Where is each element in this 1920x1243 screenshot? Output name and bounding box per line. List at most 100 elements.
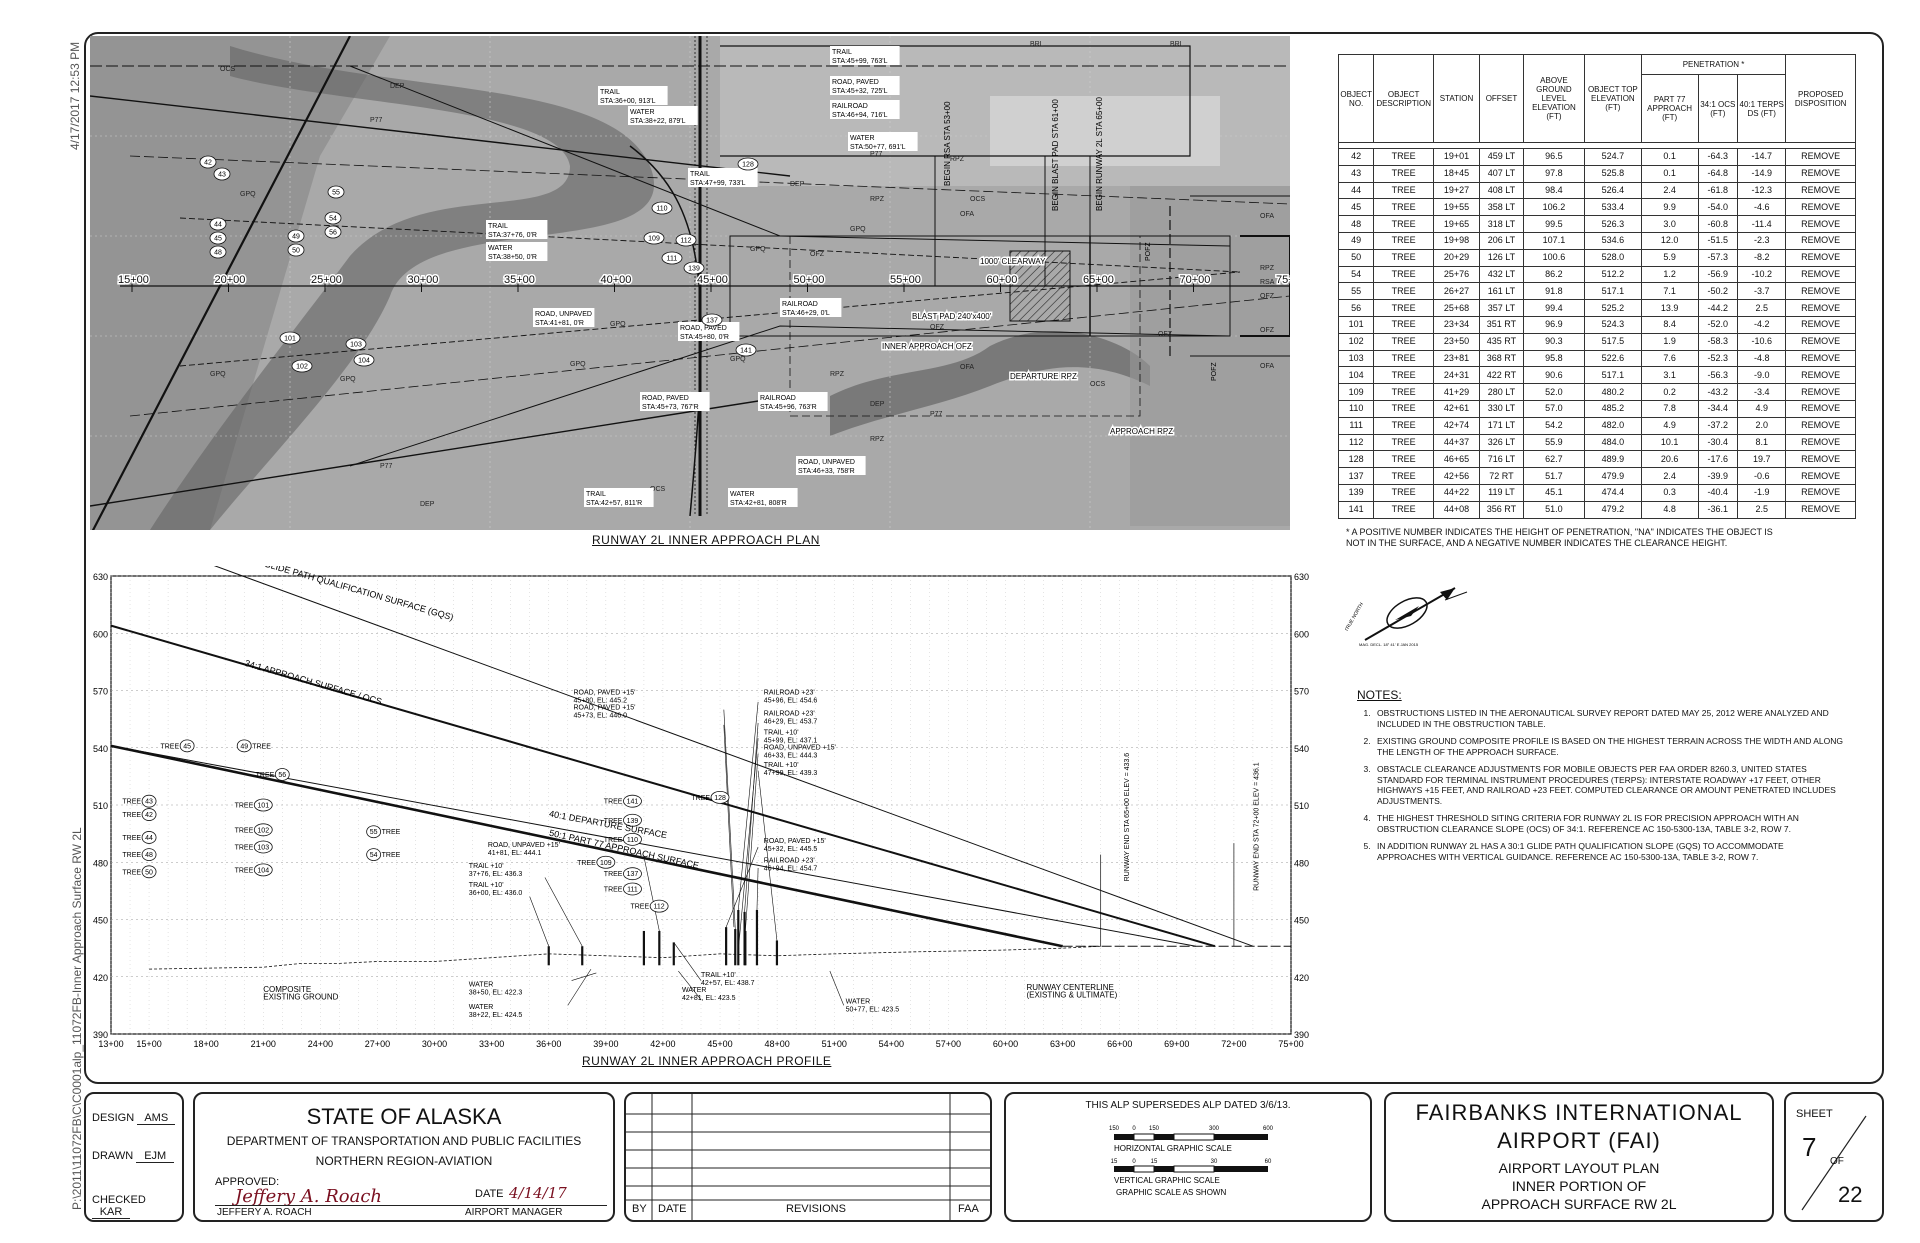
tree-id: 44 bbox=[145, 835, 153, 842]
table-cell: 482.0 bbox=[1583, 416, 1642, 435]
profile-x-label: 69+00 bbox=[1164, 1039, 1189, 1049]
table-cell: 42 bbox=[1337, 148, 1375, 166]
table-cell: 106.2 bbox=[1522, 198, 1585, 217]
table-cell: 20.6 bbox=[1640, 450, 1699, 469]
scale-box: THIS ALP SUPERSEDES ALP DATED 3/6/13. 15… bbox=[1004, 1092, 1372, 1222]
profile-x-label: 66+00 bbox=[1107, 1039, 1132, 1049]
plan-callout-line2: STA:38+50, 0'R bbox=[488, 254, 537, 261]
profile-callout-line2: 38+22, EL: 424.5 bbox=[469, 1012, 523, 1019]
table-cell: REMOVE bbox=[1785, 164, 1856, 183]
table-cell: 119 LT bbox=[1479, 483, 1524, 502]
note-item: THE HIGHEST THRESHOLD SITING CRITERIA FO… bbox=[1373, 813, 1843, 834]
table-cell: 8.1 bbox=[1737, 433, 1787, 452]
revisions-box: BY DATE REVISIONS FAA bbox=[624, 1092, 992, 1222]
table-cell: 2.0 bbox=[1737, 416, 1787, 435]
tree-marker-label: 44 bbox=[214, 222, 222, 229]
tree-id: 112 bbox=[654, 904, 665, 911]
pofz-label-2: POFZ bbox=[1211, 362, 1218, 381]
svg-text:RPZ: RPZ bbox=[830, 371, 845, 378]
profile-callout-leader bbox=[725, 846, 759, 928]
tree-word: TREE bbox=[382, 852, 401, 859]
profile-y-label-right: 480 bbox=[1294, 858, 1309, 868]
table-cell: 42+74 bbox=[1432, 416, 1481, 435]
departure-surface-line bbox=[110, 745, 1196, 947]
table-cell: REMOVE bbox=[1785, 231, 1856, 250]
obstruction-table: OBJECT NO. OBJECT DESCRIPTION STATION OF… bbox=[1337, 54, 1856, 519]
table-cell: -57.3 bbox=[1697, 248, 1739, 267]
table-cell: 25+76 bbox=[1432, 265, 1481, 284]
table-cell: 96.5 bbox=[1522, 148, 1585, 166]
rev-revisions-header: REVISIONS bbox=[786, 1203, 846, 1215]
table-cell: 90.3 bbox=[1522, 332, 1585, 351]
profile-x-label: 75+00 bbox=[1278, 1039, 1303, 1049]
tree-word: TREE bbox=[604, 871, 623, 878]
blast-pad-label-bg: BLAST PAD 240'x400' bbox=[912, 312, 992, 321]
sheet-border bbox=[84, 32, 1884, 1084]
supersedes-note: THIS ALP SUPERSEDES ALP DATED 3/6/13. bbox=[1085, 1100, 1291, 1111]
plan-station-label-halo: 50+00 bbox=[794, 274, 825, 286]
profile-callout-line1: RAILROAD +23' bbox=[764, 857, 815, 864]
tree-id: 48 bbox=[145, 852, 153, 859]
profile-callout: TRAIL +10'37+76, EL: 436.3 bbox=[469, 863, 523, 878]
table-cell: TREE bbox=[1373, 315, 1434, 334]
table-cell: TREE bbox=[1373, 148, 1434, 166]
composite-ground-label: COMPOSITE bbox=[263, 985, 311, 994]
rev-faa-header: FAA bbox=[958, 1203, 979, 1215]
tree-marker-48: 48 bbox=[209, 245, 227, 259]
table-cell: 480.2 bbox=[1583, 383, 1642, 401]
checked-initials: KAR bbox=[92, 1206, 130, 1219]
table-cell: 23+50 bbox=[1432, 332, 1481, 351]
profile-y-label-right: 540 bbox=[1294, 744, 1309, 754]
table-cell: -10.6 bbox=[1737, 332, 1787, 351]
profile-callout-line1: WATER bbox=[846, 998, 871, 1005]
approved-label: APPROVED: bbox=[215, 1176, 280, 1188]
plan-callout-line2: STA:37+76, 0'R bbox=[488, 232, 537, 239]
table-cell: TREE bbox=[1373, 248, 1434, 267]
table-cell: -8.2 bbox=[1737, 248, 1787, 267]
tree-word: TREE bbox=[691, 795, 710, 802]
north-arrow: TRUE NORTH MAG. DECL. 18° 41' E JAN 2015 bbox=[1345, 587, 1468, 647]
plan-callout-line1: RAILROAD bbox=[832, 103, 868, 110]
tree-id: 139 bbox=[627, 818, 639, 825]
table-cell: 4.9 bbox=[1640, 416, 1699, 435]
table-cell: -34.4 bbox=[1697, 399, 1739, 418]
table-cell: TREE bbox=[1373, 282, 1434, 301]
table-cell: 368 RT bbox=[1479, 349, 1524, 368]
approach-rpz-label-bg: APPROACH RPZ bbox=[1110, 427, 1173, 436]
table-cell: 356 RT bbox=[1479, 500, 1524, 519]
begin-runway-label: BEGIN RUNWAY 2L STA 65+00 bbox=[1095, 97, 1104, 211]
profile-callout: TRAIL +10'36+00, EL: 436.0 bbox=[469, 882, 523, 897]
table-cell: -39.9 bbox=[1697, 467, 1739, 485]
plan-callout-line2: STA:38+22, 879'L bbox=[630, 118, 686, 125]
profile-callout-line1: TRAIL +10' bbox=[701, 972, 736, 979]
profile-callout-line1: ROAD, PAVED +15' bbox=[764, 838, 826, 845]
table-cell: 512.2 bbox=[1583, 265, 1642, 284]
table-cell: 128 bbox=[1337, 450, 1375, 469]
plan-callout-line1: WATER bbox=[730, 491, 755, 498]
table-cell: 24+31 bbox=[1432, 366, 1481, 385]
table-cell: 326 LT bbox=[1479, 433, 1524, 452]
pond-area bbox=[830, 331, 1150, 436]
profile-y-label-left: 450 bbox=[93, 916, 108, 926]
state-title: STATE OF ALASKA bbox=[306, 1104, 502, 1129]
table-cell: 25+68 bbox=[1432, 299, 1481, 317]
table-cell: 99.5 bbox=[1522, 215, 1585, 233]
sheet-number-box: SHEET 7 OF 22 bbox=[1784, 1092, 1884, 1222]
tree-id: 137 bbox=[627, 871, 639, 878]
tree-marker-104: 104 bbox=[353, 353, 375, 367]
profile-callout-line1: TRAIL +10' bbox=[469, 863, 504, 870]
tree-marker-label: 43 bbox=[218, 172, 226, 179]
tree-marker-54: 54 bbox=[324, 211, 342, 225]
note-item: OBSTRUCTIONS LISTED IN THE AERONAUTICAL … bbox=[1373, 708, 1843, 729]
table-cell: 533.4 bbox=[1583, 198, 1642, 217]
